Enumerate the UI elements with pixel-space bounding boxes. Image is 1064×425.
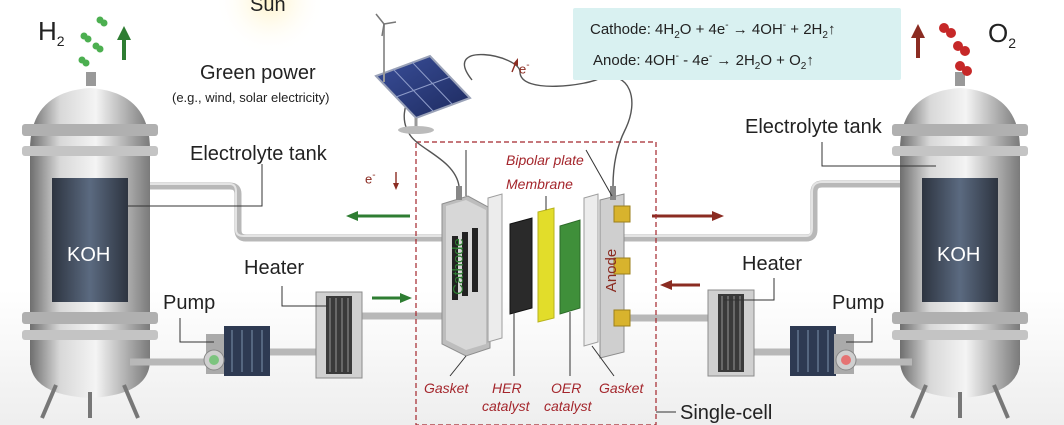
anode-equation: Anode: 4OH- - 4e- → 2H2O + O2↑ [593,51,814,72]
anode-label: Anode [603,248,621,293]
electron-label-top: e- [519,60,530,77]
her-catalyst-label-line1: HER [492,380,522,396]
pump-label-left: Pump [163,292,216,314]
oxygen-bubbles-icon [939,23,972,76]
gasket-label-right: Gasket [599,380,644,396]
oer-catalyst-label-line2: catalyst [544,398,592,414]
sun-glow [215,0,325,55]
koh-label-left: KOH [67,244,111,266]
electrolyte-tank-label-right: Electrolyte tank [745,116,882,138]
hydrogen-label: H2 [38,16,65,50]
solar-panel-icon [374,54,472,134]
green-power-label: Green power [200,62,316,84]
oer-catalyst-label-line1: OER [551,380,582,396]
cell-stack [441,186,631,359]
single-cell-boundary [415,141,657,425]
wind-turbine-icon [375,13,397,82]
hydrogen-bubbles-icon [78,16,108,67]
electron-arrows [393,58,518,190]
her-catalyst-label-line2: catalyst [482,398,530,414]
oxygen-label: O2 [988,18,1017,52]
left-pump-graphic [203,326,270,376]
right-heater-graphic [707,289,755,377]
gasket-label-left: Gasket [424,380,469,396]
leader-lines [128,142,936,413]
left-heater-graphic [315,291,363,379]
single-cell-label: Single-cell [680,402,773,424]
left-electrolyte-tank [22,72,158,419]
right-pump-graphic [790,326,857,376]
sun-label: Sun [250,0,286,16]
membrane-label: Membrane [506,176,573,192]
hydrogen-up-arrow-icon [117,26,131,60]
heater-label-left: Heater [244,257,305,279]
koh-label-right: KOH [937,244,981,266]
heater-label-right: Heater [742,253,803,275]
reaction-equations-box [573,8,901,80]
bipolar-plate-label: Bipolar plate [506,152,584,168]
pump-label-right: Pump [832,292,885,314]
electron-label-left: e- [365,170,376,187]
electrolyte-tank-label-left: Electrolyte tank [190,143,327,165]
right-electrolyte-tank [892,72,1028,419]
floor [0,290,1064,425]
flow-arrows [346,211,724,303]
cathode-equation: Cathode: 4H2O + 4e- → 4OH- + 2H2↑ [590,20,836,41]
oxygen-up-arrow-icon [911,24,925,58]
pipes [130,180,912,366]
cathode-label: Cathode [449,238,467,295]
pipe-highlights [150,181,900,237]
green-power-sublabel: (e.g., wind, solar electricity) [172,90,330,105]
